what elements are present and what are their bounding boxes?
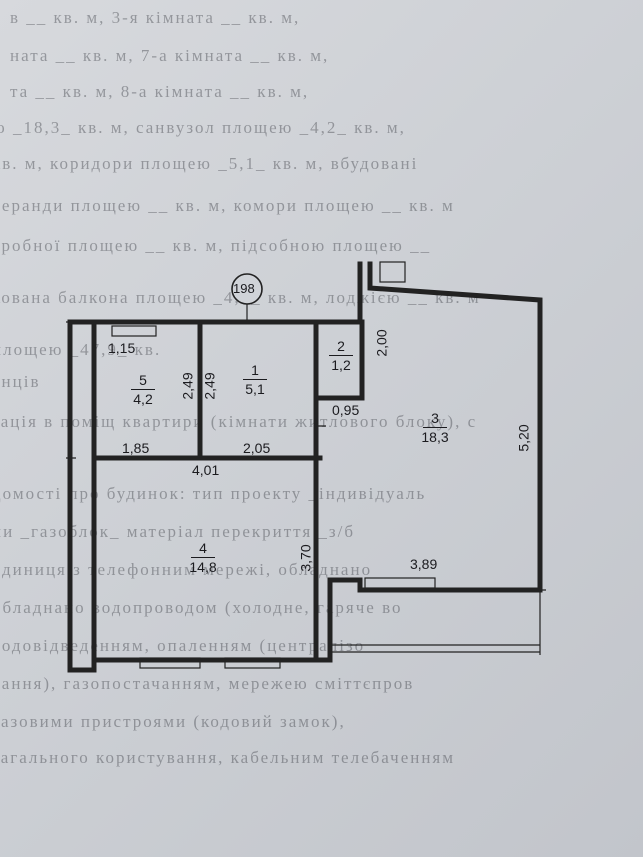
- dim-3-70: 3,70: [297, 544, 314, 572]
- form-text-line: зація в поміщ квартири (кімнати житловог…: [0, 412, 478, 431]
- top-wall: [67, 261, 363, 325]
- form-text-line: та __ кв. м, 8-а кімната __ кв. м,: [10, 82, 310, 101]
- form-text-line: ни _газоблок_ матеріал перекриття _з/б: [0, 522, 356, 541]
- form-text-line: кв. м, коридори площею _5,1_ кв. м, вбуд…: [0, 154, 419, 173]
- window: [139, 657, 201, 669]
- form-text-line: водовідведенням, опаленням (централізо: [0, 636, 366, 655]
- dim-1-85: 1,85: [122, 440, 150, 456]
- window: [379, 261, 406, 283]
- bathroom-fixture: [111, 325, 157, 337]
- dim-2-00: 2,00: [373, 329, 390, 357]
- outer-wall: [67, 261, 543, 673]
- window: [364, 577, 436, 589]
- dim-2-49-left: 2,49: [179, 372, 196, 400]
- dim-1-15: 1,15: [108, 340, 136, 356]
- form-text-line: площею _47,9_ кв.: [0, 340, 162, 359]
- form-text-line: енців: [0, 372, 41, 391]
- form-text-line: загального користування, кабельним телеб…: [0, 748, 456, 767]
- form-text-line: веранди площею __ кв. м, комори площею _…: [0, 196, 455, 215]
- window: [224, 657, 281, 669]
- form-text-line: вання), газопостачанням, мережею сміттєп…: [0, 674, 415, 693]
- form-text-line: газовими пристроями (кодовий замок),: [0, 712, 346, 731]
- axis-marker-circle: [231, 273, 263, 305]
- dim-2-49-right: 2,49: [201, 372, 218, 400]
- dim-5-20: 5,20: [515, 424, 532, 452]
- axis-marker-label: 198: [233, 281, 255, 296]
- form-text-line: в __ кв. м, 3-я кімната __ кв. м,: [10, 8, 301, 27]
- form-text-line: ю _18,3_ кв. м, санвузол площею _4,2_ кв…: [0, 118, 406, 137]
- form-text-line: обладнано водопроводом (холодне, гаряче …: [0, 598, 403, 617]
- dim-2-05: 2,05: [243, 440, 271, 456]
- dim-3-89: 3,89: [410, 556, 438, 572]
- dim-0-95: 0,95: [332, 402, 360, 418]
- form-text-line: еробної площею __ кв. м, підсобною площе…: [0, 236, 432, 255]
- dim-4-01: 4,01: [192, 462, 220, 478]
- form-text-line: ната __ кв. м, 7-а кімната __ кв. м,: [10, 46, 330, 65]
- balcony-outline: [330, 590, 541, 655]
